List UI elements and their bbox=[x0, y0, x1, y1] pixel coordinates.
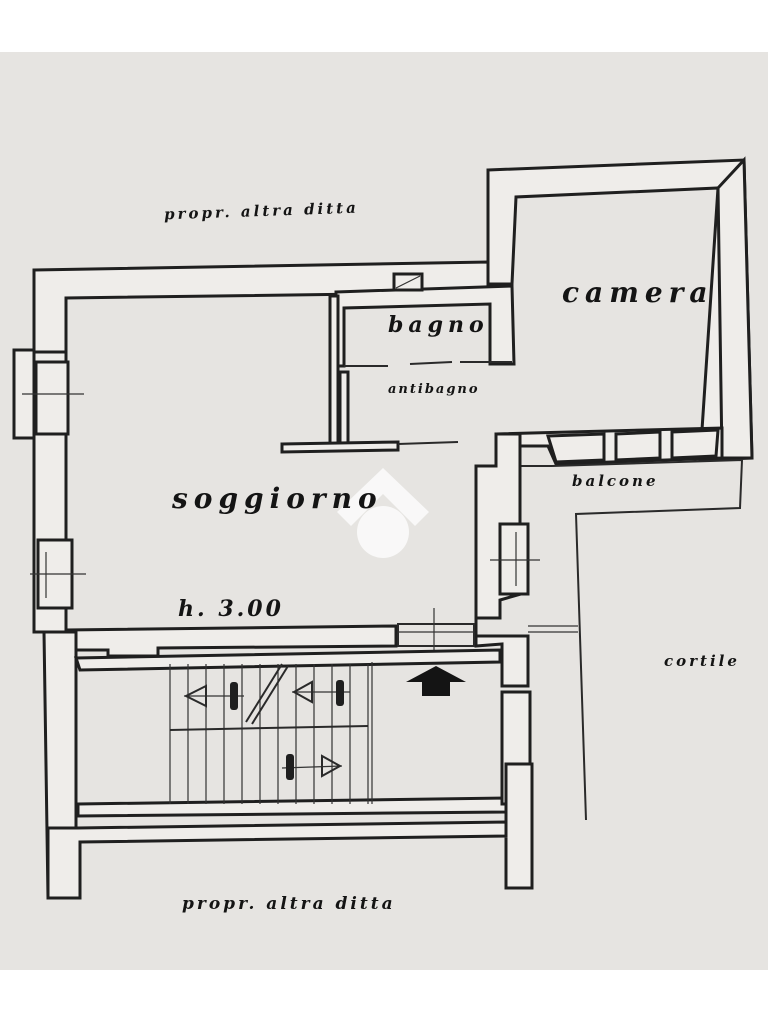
label-neighbor-bottom: propr. altra ditta bbox=[182, 894, 396, 914]
window-left-upper bbox=[34, 360, 70, 436]
balcony-outline bbox=[551, 458, 744, 821]
label-bagno: bagno bbox=[388, 312, 489, 338]
stair-arrow-down bbox=[281, 754, 343, 780]
window-right bbox=[498, 522, 530, 596]
wall-antibagno-small bbox=[338, 370, 350, 446]
wall-partition-vertical bbox=[328, 294, 340, 446]
stair-arrow-up-right bbox=[291, 680, 350, 706]
floor-plan-drawing bbox=[12, 156, 754, 900]
bagno-vent-diagonal bbox=[395, 275, 421, 289]
wall-stairwell-top bbox=[73, 648, 502, 672]
stair-treads bbox=[169, 662, 373, 804]
label-cortile: cortile bbox=[664, 652, 740, 670]
label-antibagno: antibagno bbox=[388, 382, 480, 397]
entrance-door bbox=[397, 623, 475, 647]
wall-camera-outer bbox=[486, 158, 754, 462]
label-balcone: balcone bbox=[572, 472, 659, 490]
balcony-window-2 bbox=[614, 430, 662, 462]
wall-bottom-corridor bbox=[46, 762, 534, 900]
label-camera: camera bbox=[562, 276, 714, 309]
stair-cut-line-2 bbox=[251, 665, 289, 725]
label-ceiling-height: h. 3.00 bbox=[178, 596, 284, 622]
stair-arrow-up-left bbox=[183, 682, 244, 710]
wall-stairwell-bottom bbox=[76, 796, 508, 818]
wall-top bbox=[32, 260, 514, 354]
agency-logo-watermark bbox=[337, 468, 429, 558]
wall-partition-horizontal bbox=[280, 440, 400, 454]
balcony-window-3 bbox=[670, 428, 720, 460]
stair-cut-line-1 bbox=[245, 663, 283, 723]
floor-plan-sheet: propr. altra ditta camera bagno antibagn… bbox=[0, 52, 768, 970]
stair-center-rail bbox=[169, 725, 369, 731]
bagno-sliding-door bbox=[409, 361, 453, 365]
label-soggiorno: soggiorno bbox=[172, 482, 383, 515]
balcony-window-1 bbox=[545, 432, 606, 464]
wall-camera-right bbox=[716, 156, 754, 460]
soggiorno-sliding-door bbox=[397, 441, 459, 445]
entrance-arrow-icon bbox=[406, 666, 466, 696]
